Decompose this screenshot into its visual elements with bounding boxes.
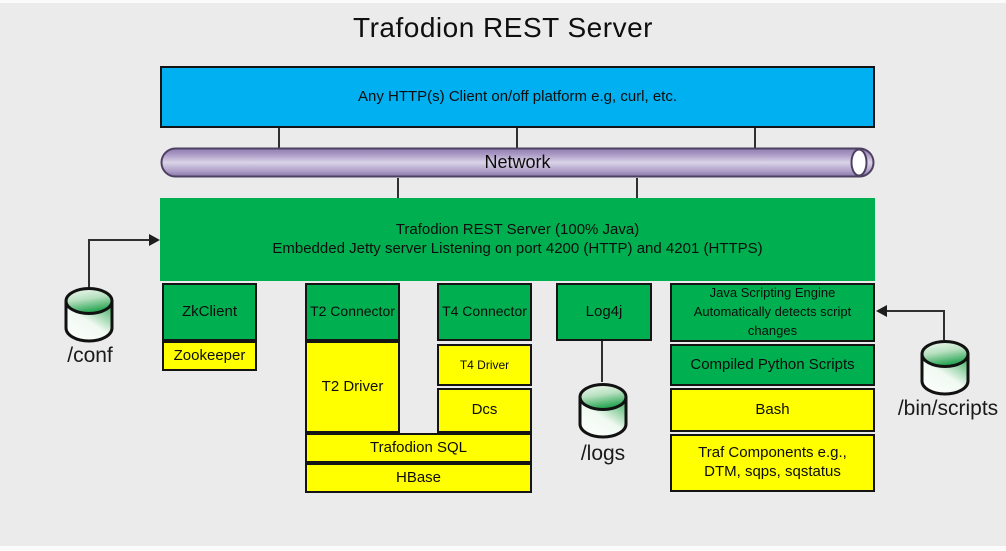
logs-database-icon xyxy=(577,382,629,440)
top-border-strip xyxy=(0,0,1006,3)
connector-client-network-middle xyxy=(516,128,518,148)
compiled-python-scripts-box: Compiled Python Scripts xyxy=(670,344,875,386)
t2-connector-box: T2 Connector xyxy=(305,283,400,341)
log4j-label: Log4j xyxy=(585,302,623,320)
t2-connector-label: T2 Connector xyxy=(310,303,395,320)
network-label: Network xyxy=(484,152,551,172)
logs-store-label: /logs xyxy=(580,442,626,465)
conf-arrow-vertical xyxy=(88,239,90,287)
t4-driver-box: T4 Driver xyxy=(437,344,532,386)
log4j-box: Log4j xyxy=(556,283,652,341)
traf-components-box: Traf Components e.g., DTM, sqps, sqstatu… xyxy=(670,434,875,492)
bash-label: Bash xyxy=(755,400,790,418)
scripts-arrowhead xyxy=(876,305,887,317)
java-scripting-engine-box: Java Scripting Engine Automatically dete… xyxy=(670,283,875,342)
conf-store-label: /conf xyxy=(67,344,113,367)
bottom-border-strip xyxy=(0,546,1006,551)
page-title: Trafodion REST Server xyxy=(353,12,653,43)
http-client-box: Any HTTP(s) Client on/off platform e.g, … xyxy=(160,66,875,128)
t4-connector-label: T4 Connector xyxy=(442,303,527,320)
rest-server-line2: Embedded Jetty server Listening on port … xyxy=(272,239,763,257)
conf-arrowhead xyxy=(149,234,160,246)
conf-database-icon xyxy=(63,286,115,344)
network-pipe-shape xyxy=(160,147,875,178)
scripts-store-label: /bin/scripts xyxy=(897,397,999,420)
conf-arrow-horizontal xyxy=(88,239,150,241)
compiled-python-scripts-label: Compiled Python Scripts xyxy=(690,355,855,373)
network-pipe: Network xyxy=(160,147,875,178)
java-scripting-engine-line2: Automatically detects script changes xyxy=(693,304,852,338)
connector-client-network-left xyxy=(278,128,280,148)
scripts-arrow-vertical xyxy=(943,310,945,340)
t4-connector-box: T4 Connector xyxy=(437,283,532,341)
zkclient-box: ZkClient xyxy=(162,283,257,341)
java-scripting-engine-line1: Java Scripting Engine xyxy=(709,285,836,301)
zookeeper-box: Zookeeper xyxy=(162,341,257,371)
connector-network-rest-right xyxy=(636,178,638,198)
http-client-label: Any HTTP(s) Client on/off platform e.g, … xyxy=(358,87,677,105)
zkclient-label: ZkClient xyxy=(181,302,237,320)
hbase-box: HBase xyxy=(305,463,532,493)
rest-server-line1: Trafodion REST Server (100% Java) xyxy=(395,220,640,238)
zookeeper-label: Zookeeper xyxy=(173,346,246,364)
dcs-label: Dcs xyxy=(471,401,498,419)
t4-driver-label: T4 Driver xyxy=(459,357,510,372)
hbase-label: HBase xyxy=(395,468,442,486)
t2-driver-label: T2 Driver xyxy=(321,377,384,395)
bash-box: Bash xyxy=(670,388,875,432)
connector-client-network-right xyxy=(754,128,756,148)
scripts-arrow-horizontal xyxy=(885,310,945,312)
scripts-database-icon xyxy=(919,339,971,397)
connector-network-rest-left xyxy=(397,178,399,198)
t2-driver-box: T2 Driver xyxy=(305,341,400,433)
trafodion-sql-label: Trafodion SQL xyxy=(370,438,467,456)
traf-components-label: Traf Components e.g., DTM, sqps, sqstatu… xyxy=(698,444,847,480)
connector-log4j-logs xyxy=(601,341,603,382)
rest-server-box: Trafodion REST Server (100% Java) Embedd… xyxy=(160,198,875,281)
trafodion-sql-box: Trafodion SQL xyxy=(305,433,532,463)
dcs-box: Dcs xyxy=(437,388,532,433)
